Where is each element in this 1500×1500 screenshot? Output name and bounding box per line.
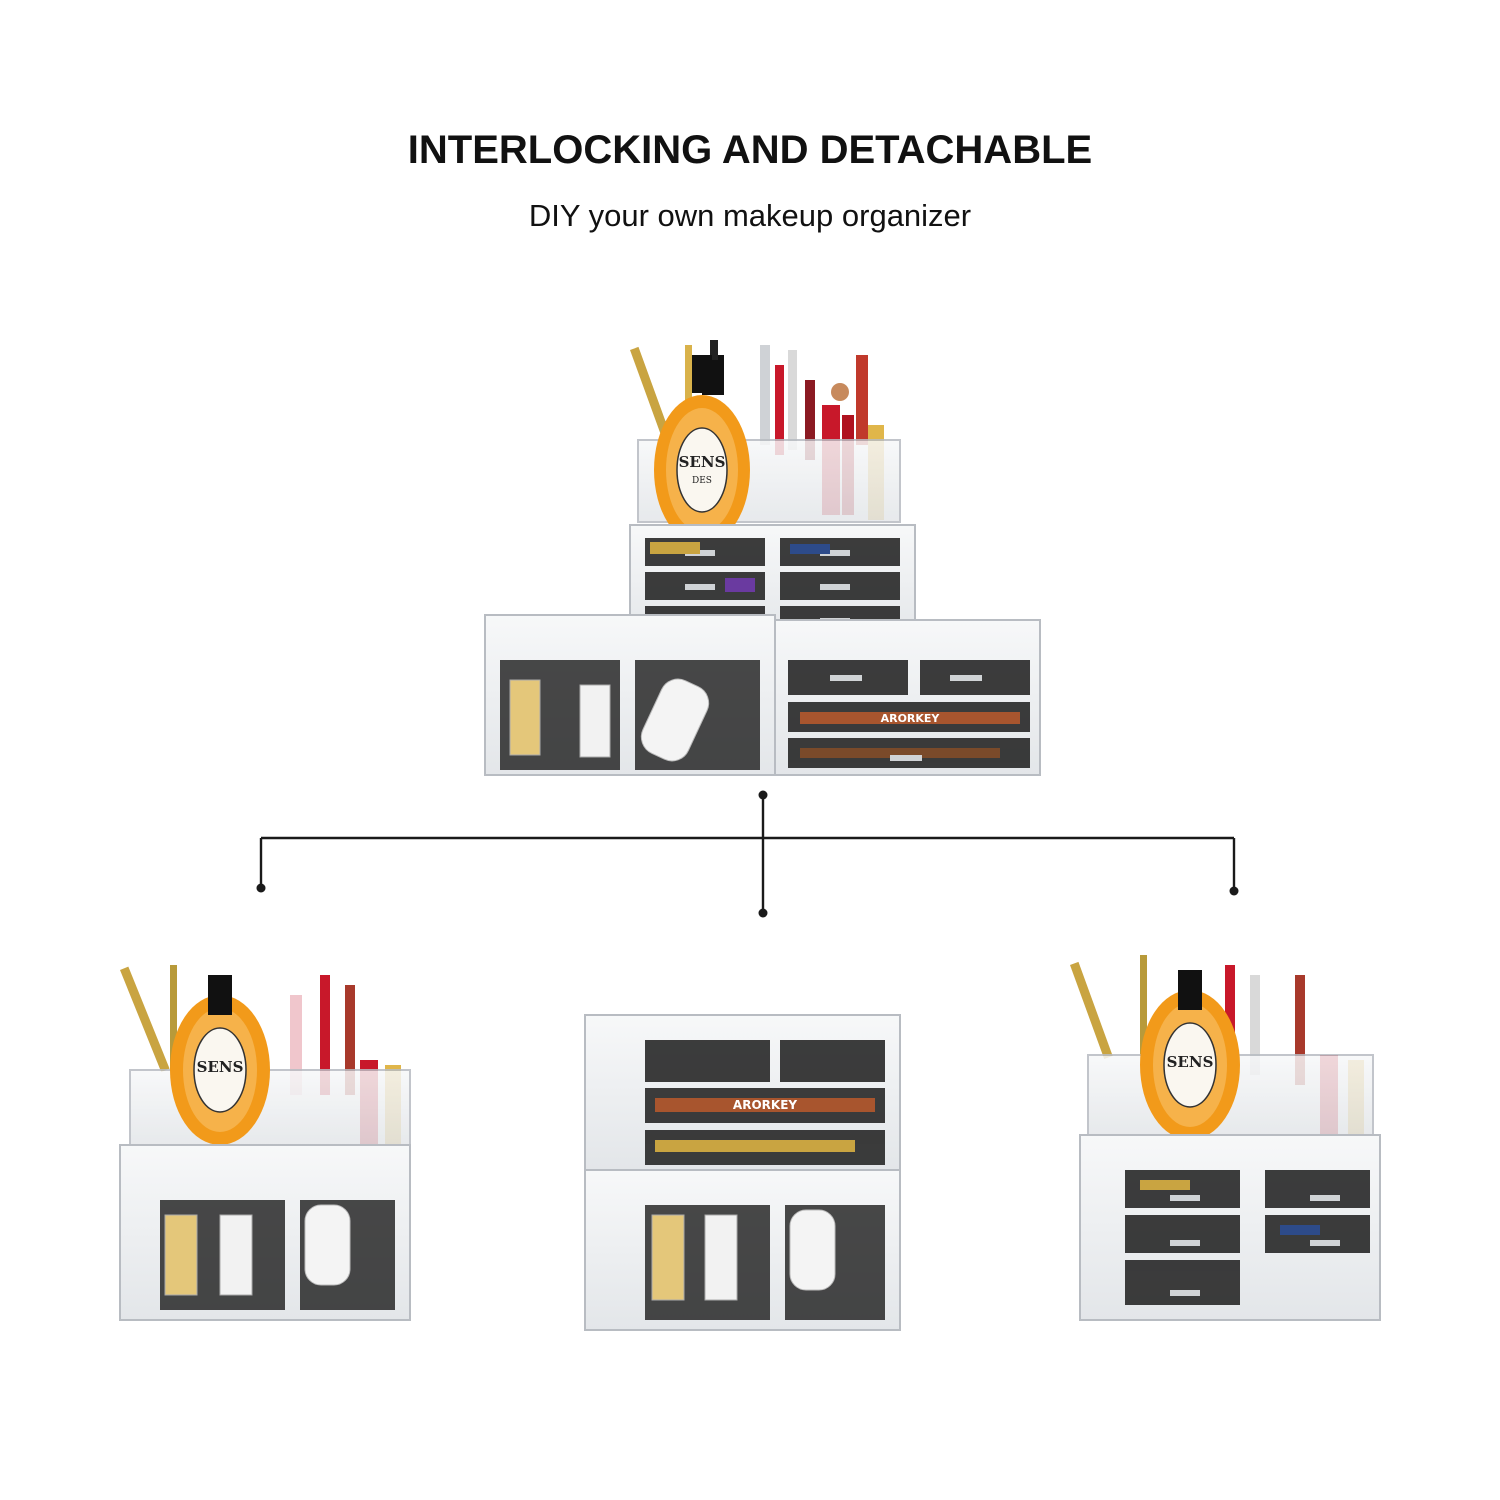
- svg-text:DES: DES: [692, 476, 712, 486]
- organizer-holder-two-drawer: SENS: [119, 965, 411, 1321]
- organizer-full-stack: SENS DES ARORKEY: [484, 340, 1041, 776]
- perfume-bottle: SENS DES: [654, 355, 750, 545]
- svg-text:SENS: SENS: [197, 1058, 244, 1076]
- svg-text:ARORKEY: ARORKEY: [733, 1098, 797, 1112]
- svg-text:SENS: SENS: [679, 453, 726, 471]
- organizer-holder-six-drawer: SENS: [1069, 955, 1381, 1321]
- page-subtitle: DIY your own makeup organizer: [528, 198, 972, 233]
- page-title: INTERLOCKING AND DETACHABLE: [407, 128, 1093, 172]
- organizer-drawer-stack: ARORKEY: [584, 1014, 901, 1331]
- svg-text:ARORKEY: ARORKEY: [881, 712, 941, 725]
- svg-text:SENS: SENS: [1167, 1053, 1214, 1071]
